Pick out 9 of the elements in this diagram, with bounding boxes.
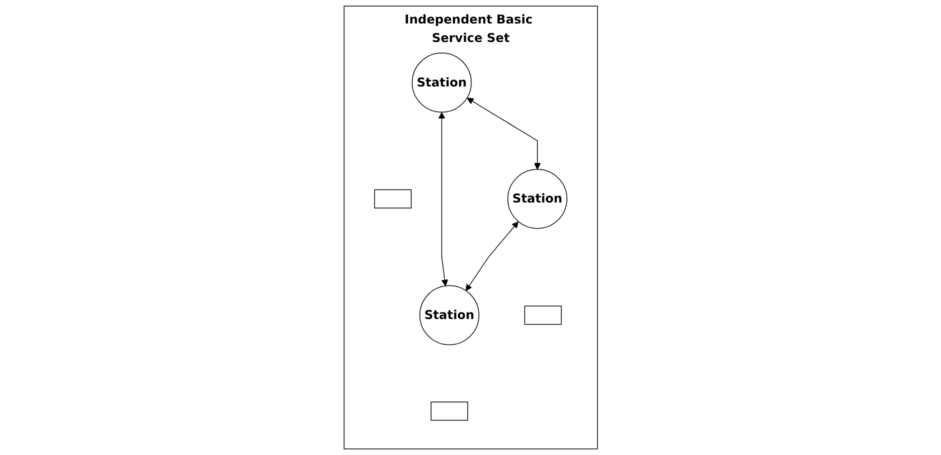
- node-box: [430, 402, 468, 421]
- node-circle: Station: [419, 285, 480, 346]
- node-circle: Station: [507, 168, 568, 229]
- arrow: [438, 112, 448, 286]
- node-box: [374, 189, 412, 208]
- node-circle: Station: [412, 52, 472, 113]
- arrow: [465, 221, 518, 291]
- node-box: [524, 306, 562, 325]
- arrow: [466, 98, 540, 170]
